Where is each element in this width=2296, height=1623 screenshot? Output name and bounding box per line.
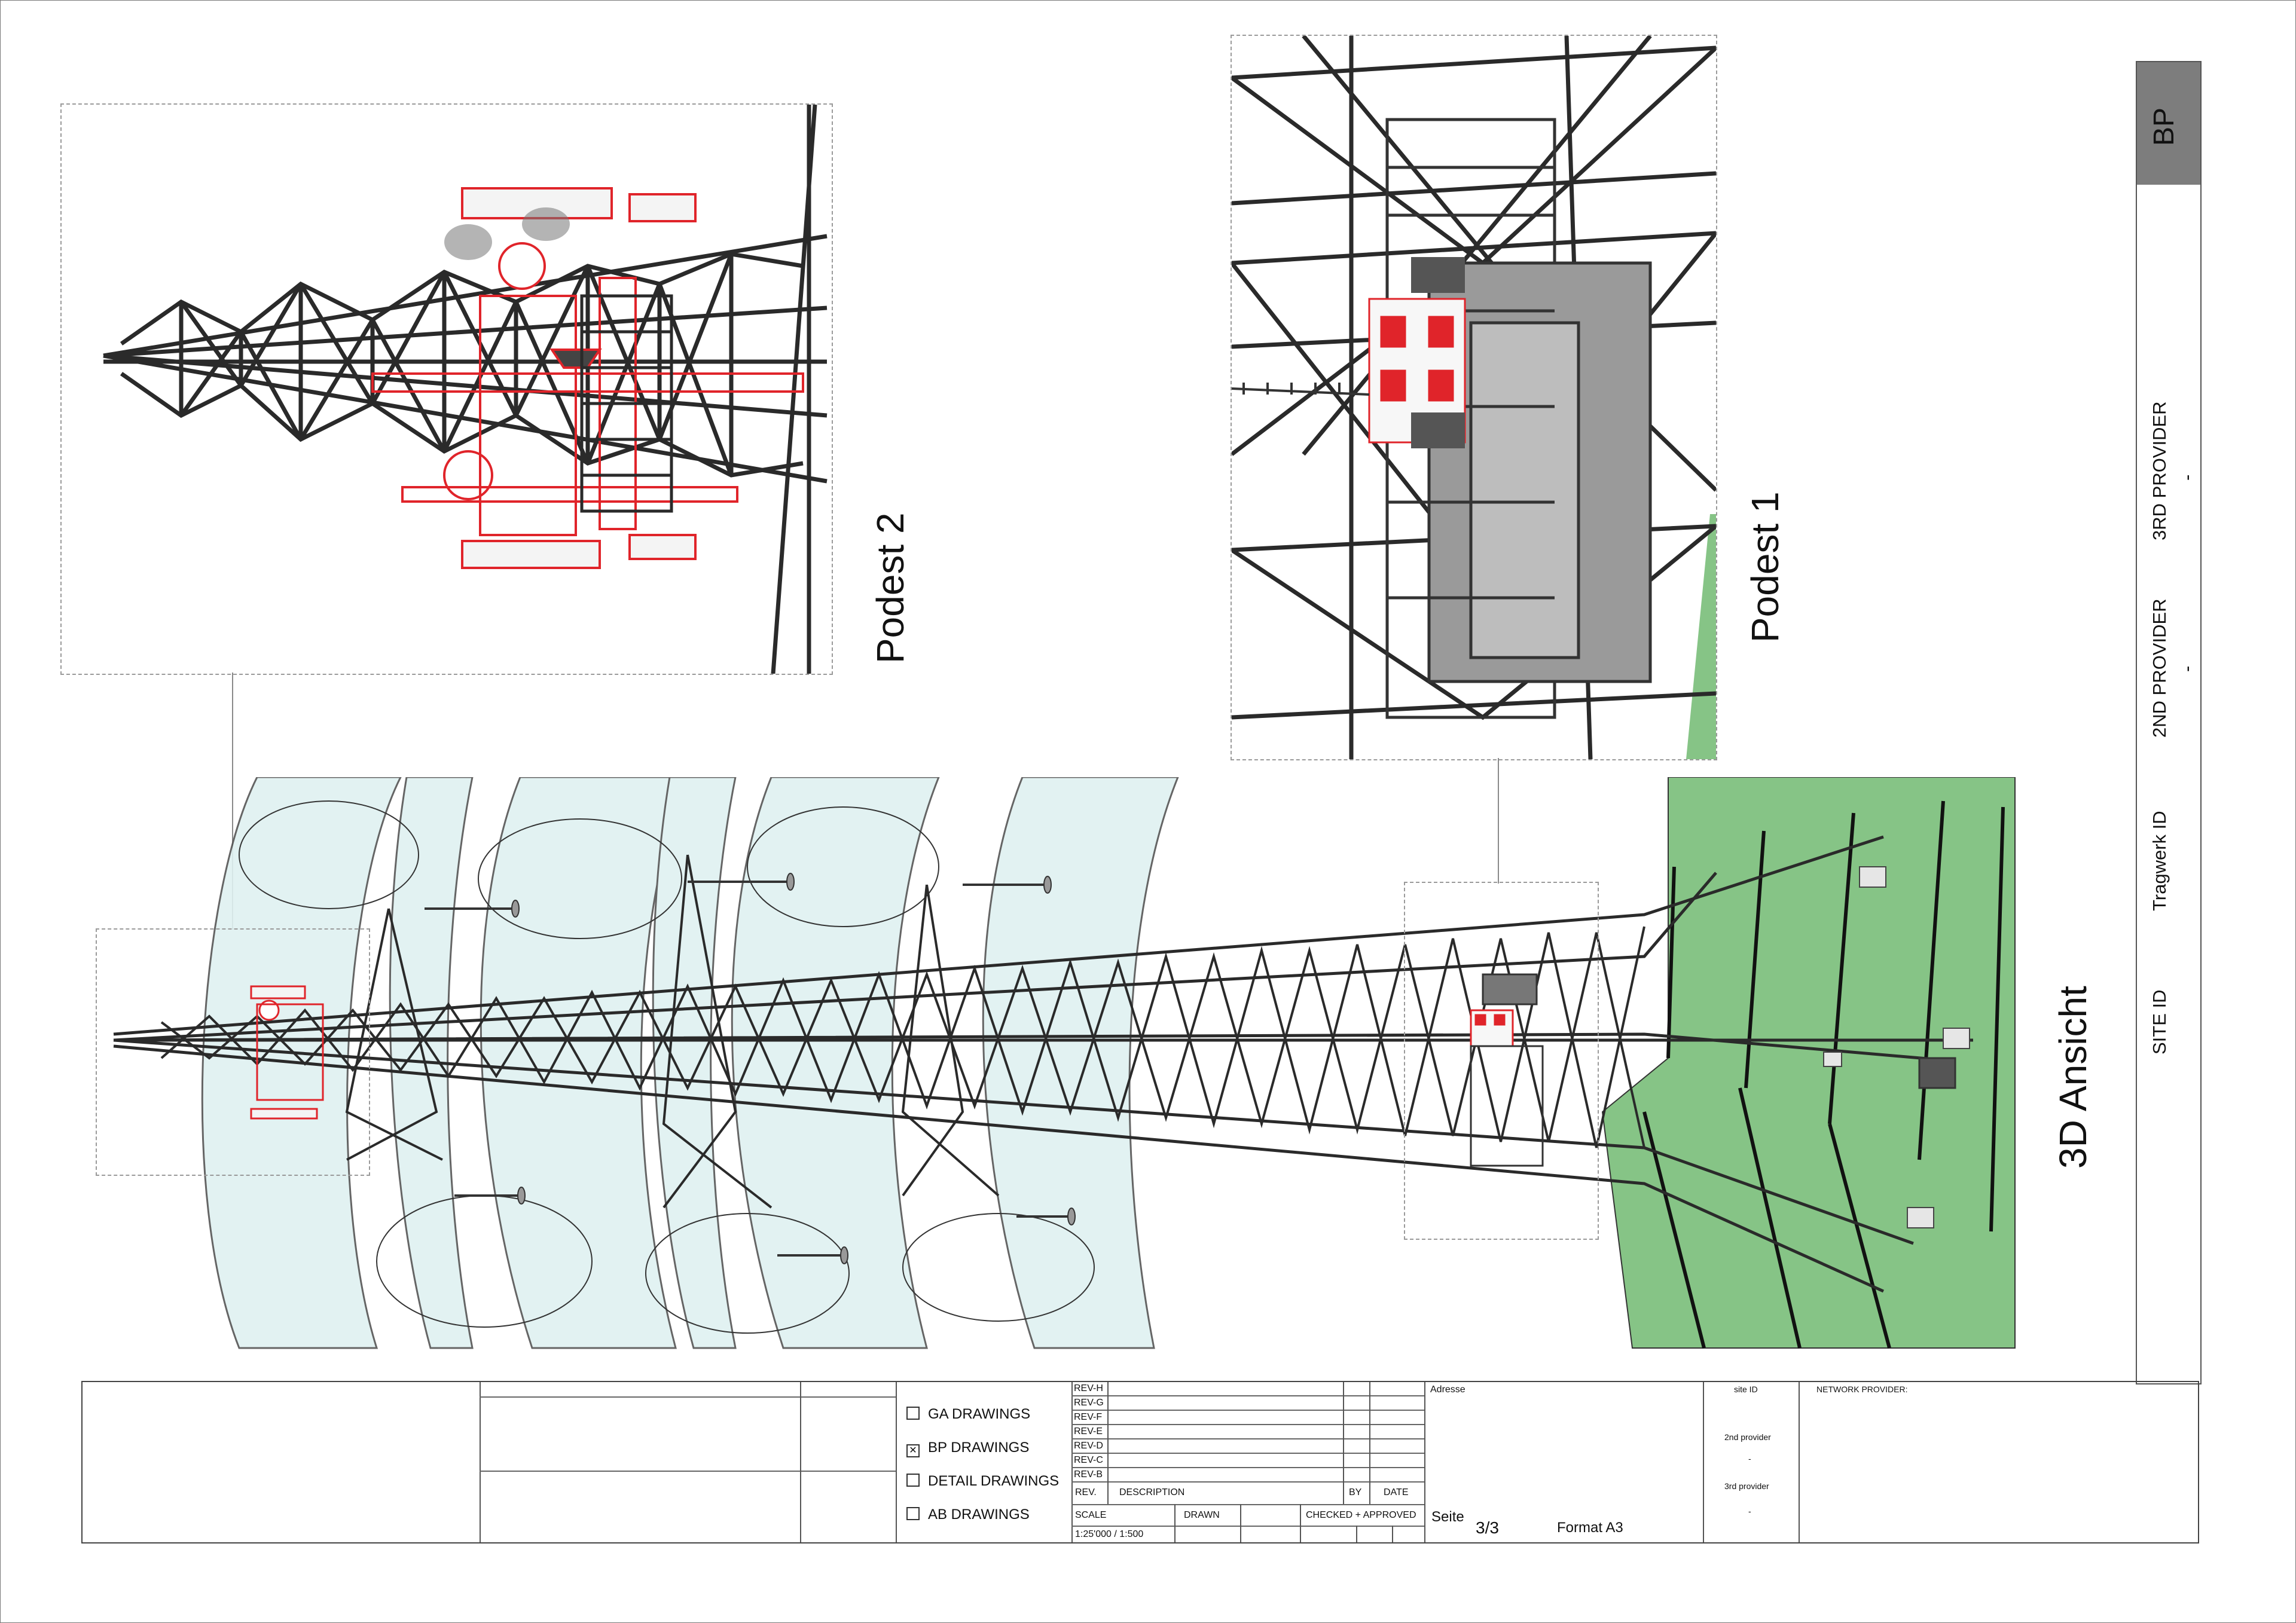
title-block: GA DRAWINGS ✕BP DRAWINGS DETAIL DRAWINGS… (81, 1381, 2199, 1543)
rev-f: REV-F (1074, 1412, 1103, 1422)
podest2-tower-drawing (103, 105, 828, 674)
second-provider-small-value: - (1748, 1454, 1751, 1463)
address-label: Adresse (1430, 1384, 1465, 1395)
tragwerk-id-label: Tragwerk ID (2149, 811, 2170, 911)
podest2-callout-box (96, 928, 370, 1176)
detail-drawings-check[interactable]: DETAIL DRAWINGS (906, 1473, 1059, 1490)
ab-drawings-check[interactable]: AB DRAWINGS (906, 1506, 1030, 1523)
tb-divider (1703, 1382, 1704, 1542)
page-label: Seite (1431, 1509, 1464, 1525)
podest2-label: Podest 2 (869, 512, 912, 664)
drawn-label: DRAWN (1184, 1510, 1220, 1520)
podest1-label: Podest 1 (1744, 491, 1787, 643)
second-provider-value: - (2176, 665, 2197, 672)
checked-approved-label: CHECKED + APPROVED (1306, 1510, 1416, 1520)
format-value: Format A3 (1557, 1520, 1623, 1536)
bp-drawings-check[interactable]: ✕BP DRAWINGS (906, 1439, 1029, 1457)
by-header: BY (1349, 1487, 1362, 1497)
page-value: 3/3 (1476, 1518, 1499, 1537)
main-view-label: 3D Ansicht (2051, 986, 2095, 1169)
second-provider-label: 2ND PROVIDER (2149, 598, 2170, 738)
description-header: DESCRIPTION (1119, 1487, 1185, 1497)
third-provider-small: 3rd provider (1724, 1481, 1769, 1491)
rev-e: REV-E (1074, 1426, 1103, 1436)
tb-divider (1424, 1382, 1425, 1542)
tb-line (480, 1396, 896, 1398)
second-provider-small: 2nd provider (1724, 1432, 1771, 1442)
rev-header: REV. (1075, 1487, 1097, 1497)
drawing-type-badge: BP (2137, 62, 2200, 185)
rev-g: REV-G (1074, 1398, 1104, 1408)
third-provider-small-value: - (1748, 1506, 1751, 1516)
podest2-leader-line (232, 673, 233, 930)
checkbox-icon (906, 1407, 920, 1420)
tb-divider (480, 1382, 481, 1542)
checkbox-icon (906, 1507, 920, 1520)
tb-divider (800, 1396, 801, 1542)
scale-label: SCALE (1075, 1510, 1107, 1520)
tb-divider (1799, 1382, 1800, 1542)
third-provider-value: - (2176, 474, 2197, 481)
ga-drawings-check[interactable]: GA DRAWINGS (906, 1406, 1030, 1423)
main-3d-view (90, 777, 2027, 1357)
tb-line (480, 1471, 896, 1472)
podest1-detail-view (1231, 35, 1717, 760)
podest2-detail-view (60, 103, 833, 675)
date-header: DATE (1384, 1487, 1409, 1497)
rev-c: REV-C (1074, 1455, 1103, 1465)
lattice (160, 854, 1645, 1209)
badge-text: BP (2148, 107, 2180, 146)
rev-d: REV-D (1074, 1441, 1103, 1451)
checkbox-checked-icon: ✕ (906, 1444, 920, 1457)
title-strip: BP 3RD PROVIDER - 2ND PROVIDER - Tragwer… (2136, 61, 2202, 1384)
network-provider-label: NETWORK PROVIDER: (1816, 1384, 1908, 1394)
checkbox-icon (906, 1474, 920, 1487)
third-provider-label: 3RD PROVIDER (2149, 401, 2170, 540)
podest1-tower-drawing (1232, 36, 1716, 759)
rev-b: REV-B (1074, 1469, 1103, 1480)
podest1-callout-box (1404, 882, 1599, 1240)
site-id-small: site ID (1734, 1384, 1758, 1394)
rev-h: REV-H (1074, 1383, 1103, 1393)
site-id-label: SITE ID (2149, 989, 2170, 1055)
scale-value: 1:25'000 / 1:500 (1075, 1529, 1144, 1539)
tower-3d-drawing (113, 777, 2016, 1349)
tb-divider (1071, 1382, 1073, 1542)
tb-divider (896, 1382, 897, 1542)
podest1-leader-line (1498, 758, 1499, 884)
